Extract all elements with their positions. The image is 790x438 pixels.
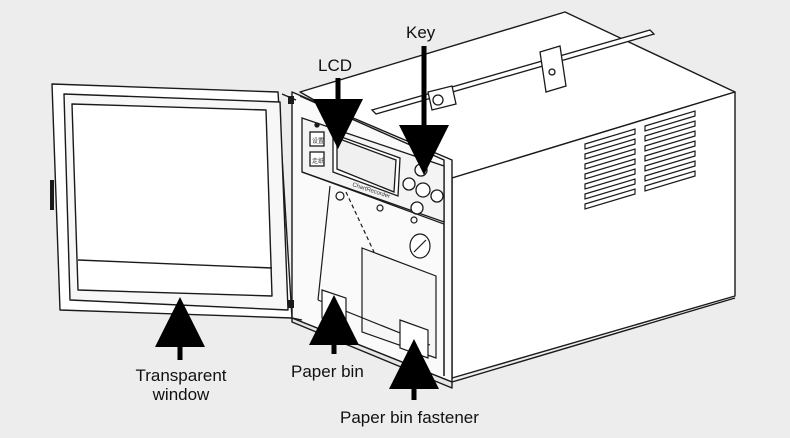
recorder-housing xyxy=(291,11,736,389)
vent-slot xyxy=(644,120,696,142)
transparent-window-label: Transparent window xyxy=(118,366,244,404)
door xyxy=(51,83,303,321)
door-hinges xyxy=(50,96,294,308)
key-right xyxy=(430,189,444,203)
transparent-window-label-line2: window xyxy=(152,385,210,404)
ventilation-slots xyxy=(584,110,696,210)
mounting-rod xyxy=(370,29,656,115)
vent-slot xyxy=(644,110,696,132)
lcd-label: LCD xyxy=(318,56,353,75)
key-left xyxy=(402,177,416,191)
vent-slot xyxy=(584,138,636,160)
key-up xyxy=(414,163,428,177)
vent-slot xyxy=(644,160,696,182)
vent-slot xyxy=(584,178,636,200)
transparent-window xyxy=(71,103,273,297)
pointer-arrows xyxy=(155,46,449,400)
vent-slot xyxy=(584,188,636,210)
vent-slot xyxy=(584,148,636,170)
paper-bin-fastener-label: Paper bin fastener xyxy=(340,408,479,427)
vent-slot xyxy=(584,128,636,150)
vent-slot xyxy=(644,150,696,172)
transparent-window-label-line1: Transparent xyxy=(135,366,227,385)
key-ok xyxy=(415,182,431,198)
vent-slot xyxy=(644,130,696,152)
paper-bin-label: Paper bin xyxy=(291,362,364,381)
vent-slot xyxy=(584,168,636,190)
feed-button-label: 走纸 xyxy=(312,157,324,165)
vent-slot xyxy=(644,170,696,192)
vent-slot xyxy=(644,140,696,162)
key-label: Key xyxy=(406,23,436,42)
feed-button xyxy=(309,151,325,167)
vent-slot xyxy=(584,158,636,180)
setup-button-label: 设置 xyxy=(312,137,324,145)
